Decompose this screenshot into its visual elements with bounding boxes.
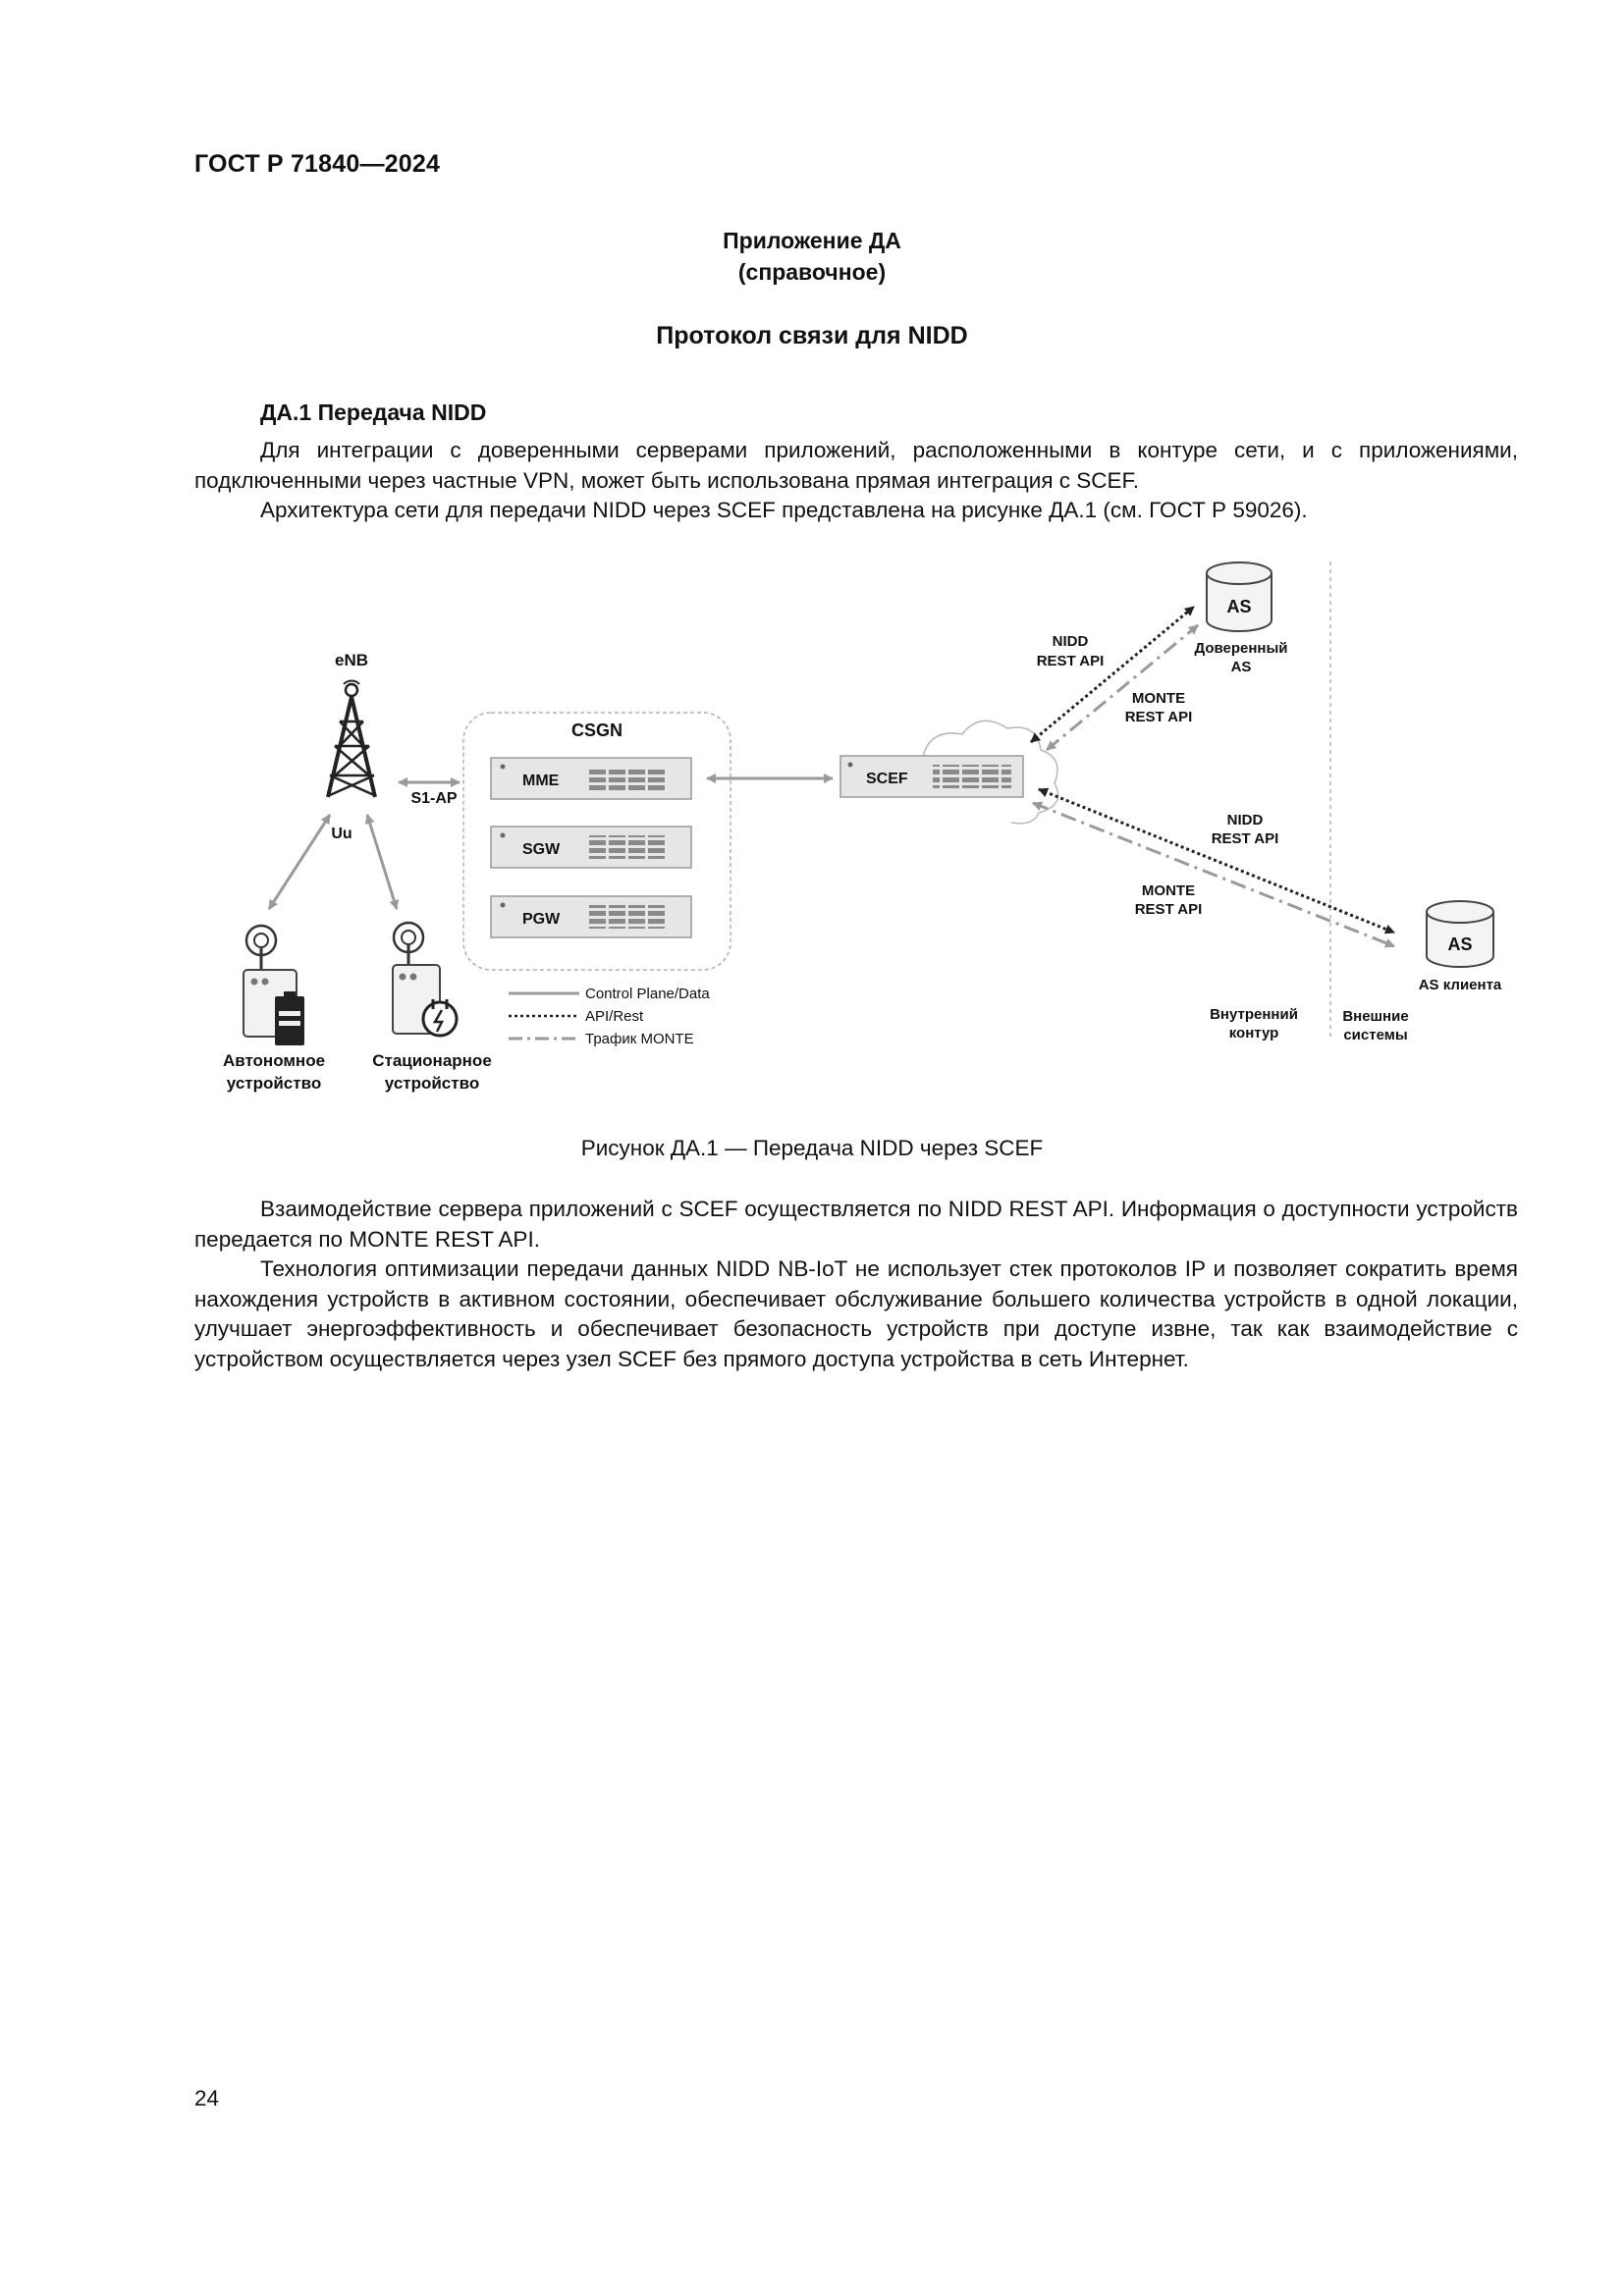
nidd-top-label-2: REST API	[1037, 653, 1105, 669]
internal-zone-label-2: контур	[1229, 1025, 1279, 1041]
appendix-heading: Протокол связи для NIDD	[656, 322, 968, 349]
trusted-as-caption-2: AS	[1231, 659, 1252, 675]
section-title: ДА.1 Передача NIDD	[260, 400, 487, 425]
mme-server	[490, 757, 692, 800]
external-zone-label-1: Внешние	[1342, 1008, 1408, 1025]
nidd-architecture-diagram: eNB Uu S1-AP Автономное устройство Стаци…	[223, 561, 1502, 1093]
body-paragraph: Технология оптимизации передачи данных N…	[194, 1256, 1518, 1371]
internal-zone-label-1: Внутренний	[1210, 1006, 1298, 1023]
csgn-container	[462, 712, 731, 971]
client-as-database-icon	[1426, 900, 1494, 968]
uu-arrow-stationary	[364, 814, 400, 910]
uu-arrow-autonomous	[267, 814, 332, 910]
monte-bottom-label-2: REST API	[1135, 901, 1203, 918]
body-paragraph: Взаимодействие сервера приложений с SCEF…	[194, 1197, 1518, 1252]
appendix-title: Приложение ДА	[723, 228, 901, 253]
trusted-as-label: AS	[1226, 597, 1251, 616]
nidd-bottom-label-2: REST API	[1212, 830, 1279, 847]
external-zone-label-2: системы	[1343, 1027, 1407, 1043]
autonomous-label-2: устройство	[227, 1074, 321, 1093]
nidd-top-label-1: NIDD	[1053, 633, 1089, 650]
autonomous-device-icon	[243, 924, 304, 1045]
legend-label-dashdot: Трафик MONTE	[585, 1031, 694, 1047]
scef-label: SCEF	[866, 771, 908, 787]
stationary-label-1: Стационарное	[372, 1051, 492, 1070]
csgn-label: CSGN	[571, 721, 623, 740]
mme-label: MME	[522, 773, 560, 789]
pgw-server	[490, 895, 692, 938]
enb-tower-icon	[326, 679, 377, 798]
section-paragraph: Архитектура сети для передачи NIDD через…	[260, 498, 1308, 522]
autonomous-label-1: Автономное	[223, 1051, 325, 1070]
legend-label-solid: Control Plane/Data	[585, 986, 710, 1002]
figure-legend: Control Plane/Data API/Rest Трафик MONTE	[509, 986, 710, 1047]
client-as-caption: AS клиента	[1419, 977, 1502, 993]
legend-label-dotted: API/Rest	[585, 1008, 644, 1025]
sgw-label: SGW	[522, 841, 561, 858]
nidd-bottom-label-1: NIDD	[1227, 812, 1264, 828]
trusted-as-caption-1: Доверенный	[1194, 640, 1287, 657]
client-as-label: AS	[1447, 934, 1472, 954]
enb-label: eNB	[335, 651, 368, 669]
monte-bottom-arrow	[1032, 801, 1395, 948]
scef-server	[839, 755, 1024, 798]
page-number: 24	[194, 2086, 220, 2110]
stationary-device-icon	[392, 921, 459, 1038]
monte-top-label-1: MONTE	[1132, 690, 1185, 707]
monte-bottom-label-1: MONTE	[1142, 882, 1195, 899]
uu-label: Uu	[331, 826, 352, 842]
stationary-label-2: устройство	[385, 1074, 479, 1093]
monte-top-arrow	[1046, 623, 1199, 752]
figure-caption: Рисунок ДА.1 — Передача NIDD через SCEF	[580, 1136, 1044, 1160]
document-header: ГОСТ Р 71840—2024	[194, 150, 441, 178]
monte-top-label-2: REST API	[1125, 709, 1193, 725]
s1ap-label: S1-AP	[410, 790, 457, 807]
pgw-label: PGW	[522, 911, 561, 928]
section-paragraph: Для интеграции с доверенными серверами п…	[194, 438, 1518, 493]
sgw-server	[490, 826, 692, 869]
nidd-bottom-arrow	[1038, 787, 1395, 934]
appendix-subtitle: (справочное)	[737, 259, 887, 285]
trusted-as-database-icon	[1206, 561, 1272, 632]
